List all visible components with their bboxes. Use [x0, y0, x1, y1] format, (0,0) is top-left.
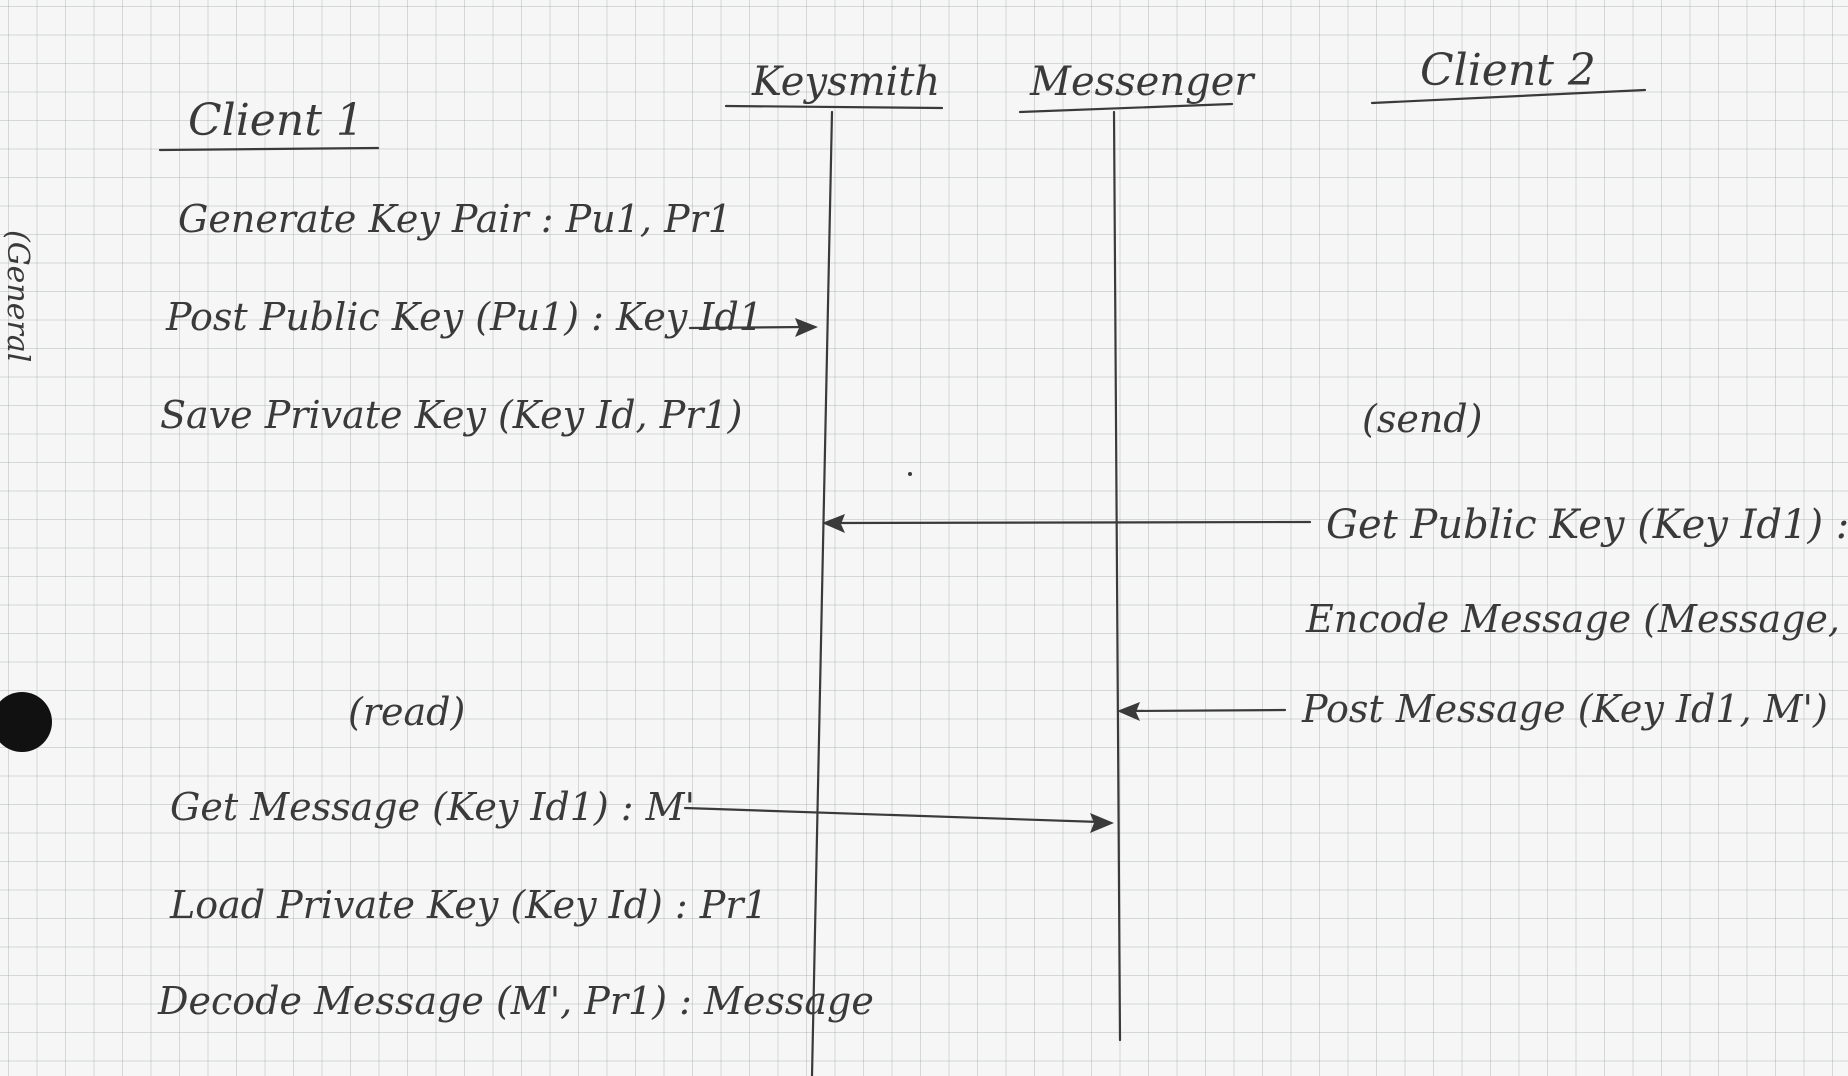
participant-client1-label: Client 1	[188, 95, 364, 146]
participant-keysmith-underline	[724, 104, 944, 110]
participant-client2-underline	[1370, 88, 1647, 105]
arrow-post-message	[1128, 708, 1287, 713]
arrowhead-get-public-key	[822, 514, 845, 533]
participant-client1-underline	[158, 146, 380, 152]
step-generate-key-pair: Generate Key Pair : Pu1, Pr1	[178, 197, 732, 241]
step-get-message: Get Message (Key Id1) : M'	[170, 785, 695, 829]
step-save-private-key: Save Private Key (Key Id, Pr1)	[160, 393, 742, 437]
arrowhead-post-public-key	[795, 318, 818, 337]
participant-messenger-label: Messenger	[1029, 59, 1256, 105]
section-read-label: (read)	[348, 690, 465, 734]
step-post-message: Post Message (Key Id1, M')	[1301, 687, 1828, 731]
lifeline-keysmith	[810, 110, 834, 1076]
step-get-public-key: Get Public Key (Key Id1) : Pu1	[1326, 502, 1848, 548]
arrowhead-post-message	[1117, 702, 1140, 721]
participant-client2-label: Client 2	[1420, 45, 1596, 96]
step-decode-message: Decode Message (M', Pr1) : Message	[157, 979, 874, 1023]
arrowhead-get-message	[1090, 813, 1114, 833]
binder-hole	[0, 692, 52, 752]
arrow-get-public-key	[833, 520, 1312, 525]
pencil-dot	[908, 472, 912, 476]
step-load-private-key: Load Private Key (Key Id) : Pr1	[169, 883, 768, 927]
section-send-label: (send)	[1362, 397, 1482, 441]
participant-messenger-underline	[1018, 102, 1234, 114]
arrow-post-public-key	[688, 325, 807, 330]
step-post-public-key: Post Public Key (Pu1) : Key Id1	[165, 295, 763, 339]
step-encode-message: Encode Message (Message, Pu1)	[1305, 597, 1848, 641]
lifeline-messenger	[1112, 110, 1122, 1042]
margin-note: (General	[0, 230, 35, 362]
arrow-get-message	[683, 806, 1102, 824]
participant-keysmith-label: Keysmith	[751, 59, 940, 105]
